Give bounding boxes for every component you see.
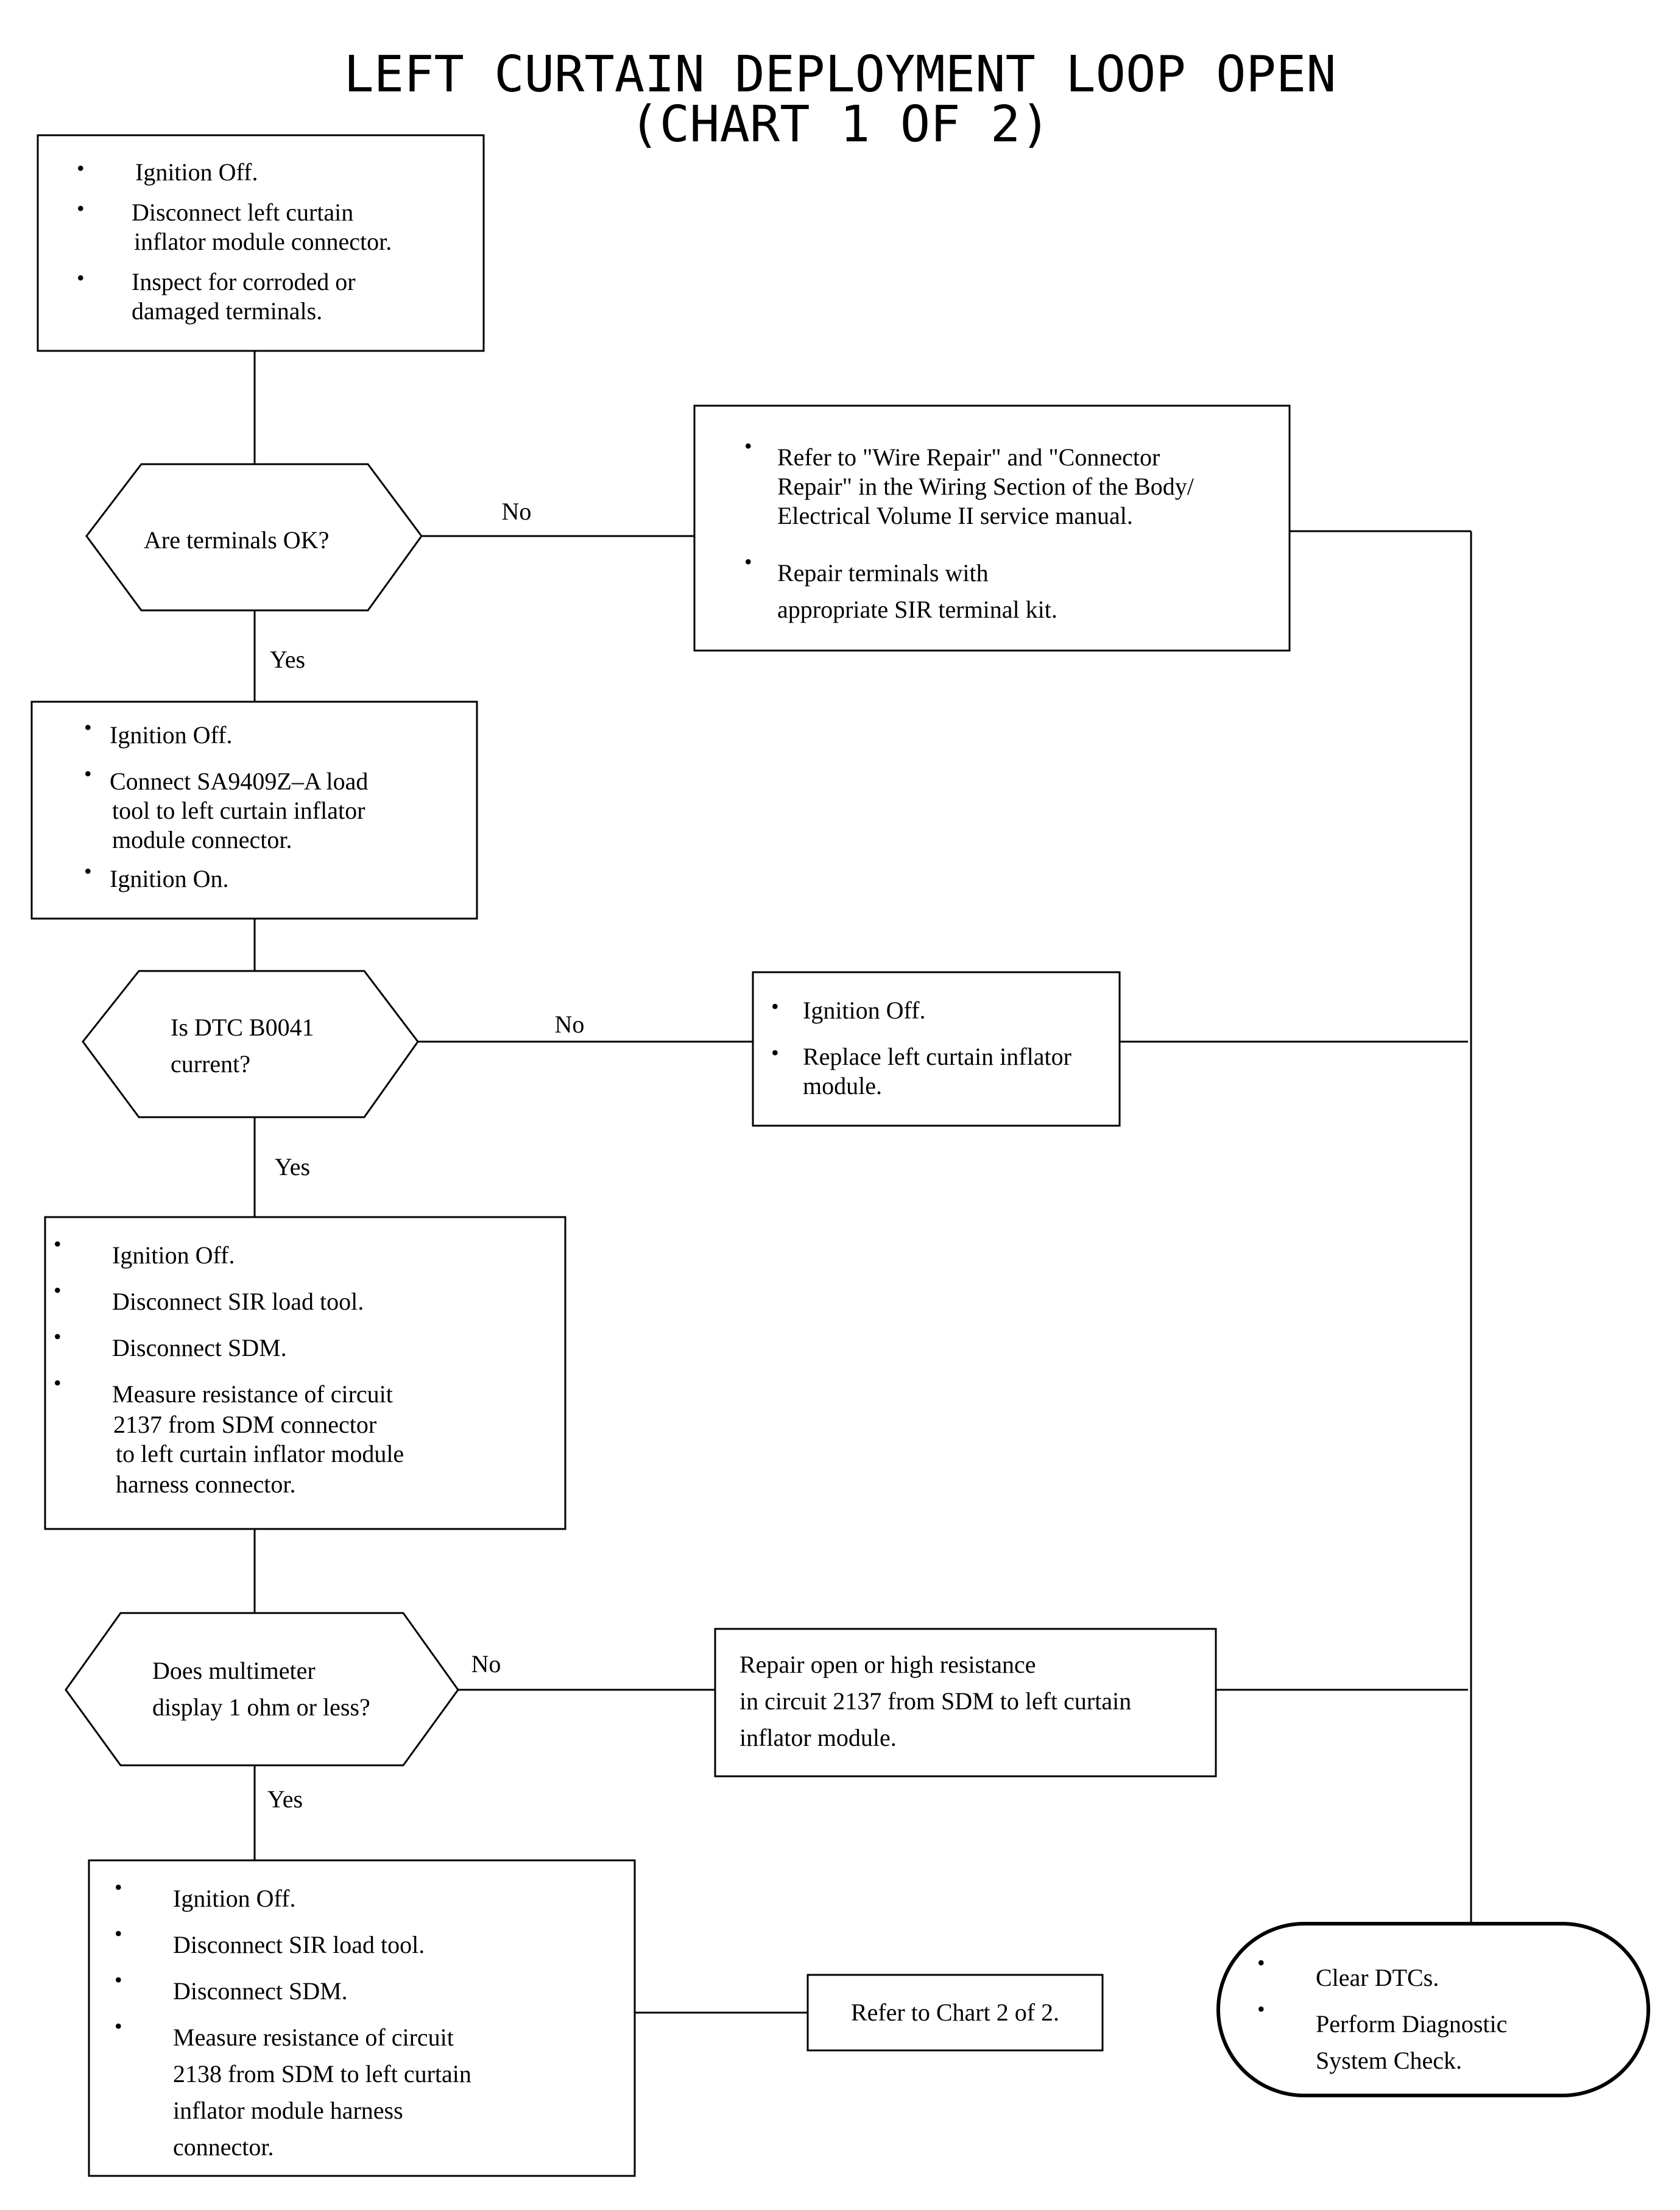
bullet-dot: •: [84, 761, 92, 786]
repair-1-line: Refer to "Wire Repair" and "Connector: [777, 443, 1160, 471]
bullet-dot: •: [771, 1040, 779, 1065]
final-line: Clear DTCs.: [1316, 1964, 1439, 1991]
chart-subtitle: (CHART 1 OF 2): [629, 96, 1050, 154]
bullet-dot: •: [84, 715, 92, 740]
repair-2-line: module.: [803, 1072, 882, 1100]
step-3-line: 2137 from SDM connector: [113, 1411, 376, 1438]
decision-3: Does multimeter display 1 ohm or less?: [65, 1612, 459, 1767]
step-4-line: connector.: [173, 2133, 274, 2161]
bullet-dot: •: [115, 1968, 122, 1992]
bullet-dot: •: [115, 1875, 122, 1899]
bullet-dot: •: [115, 1921, 122, 1946]
no-label-2: No: [555, 1011, 585, 1038]
repair-2-line: Replace left curtain inflator: [803, 1043, 1071, 1070]
step-4-line: Ignition Off.: [173, 1885, 295, 1912]
decision-3-text: display 1 ohm or less?: [152, 1693, 370, 1721]
step-4-line: Disconnect SIR load tool.: [173, 1931, 425, 1958]
step-3-line: to left curtain inflator module: [116, 1440, 404, 1467]
no-label-1: No: [502, 498, 532, 525]
repair-1-box: • Refer to "Wire Repair" and "Connector …: [693, 404, 1291, 652]
repair-1-line: Electrical Volume II service manual.: [777, 502, 1133, 529]
refer-box: Refer to Chart 2 of 2.: [806, 1974, 1104, 2052]
decision-3-text: Does multimeter: [152, 1657, 316, 1684]
decision-1: Are terminals OK?: [85, 463, 423, 612]
step-2-line: Ignition On.: [110, 865, 229, 892]
repair-3-line: in circuit 2137 from SDM to left curtain: [739, 1687, 1131, 1715]
step-4-box: • Ignition Off. • Disconnect SIR load to…: [88, 1859, 636, 2177]
decision-2: Is DTC B0041 current?: [82, 970, 419, 1118]
no-label-3: No: [471, 1650, 501, 1678]
bullet-dot: •: [54, 1232, 62, 1256]
step-1-line: Ignition Off.: [135, 158, 258, 186]
decision-2-text: current?: [171, 1050, 250, 1078]
step-3-line: Ignition Off.: [112, 1241, 235, 1269]
step-3-line: Disconnect SDM.: [112, 1334, 287, 1361]
step-3-line: Disconnect SIR load tool.: [112, 1288, 364, 1315]
decision-2-text: Is DTC B0041: [171, 1014, 314, 1041]
bullet-dot: •: [54, 1324, 62, 1349]
step-1-line: inflator module connector.: [134, 228, 392, 255]
bullet-dot: •: [84, 859, 92, 883]
repair-1-line: appropriate SIR terminal kit.: [777, 596, 1057, 623]
step-1-line: damaged terminals.: [132, 297, 322, 325]
bullet-dot: •: [77, 196, 85, 221]
final-line: Perform Diagnostic: [1316, 2010, 1507, 2038]
chart-title: LEFT CURTAIN DEPLOYMENT LOOP OPEN: [344, 46, 1336, 104]
bullet-dot: •: [744, 549, 752, 574]
step-2-line: Connect SA9409Z–A load: [110, 768, 368, 795]
repair-2-box: • Ignition Off. • Replace left curtain i…: [752, 971, 1121, 1127]
final-terminator: • Clear DTCs. • Perform Diagnostic Syste…: [1216, 1922, 1650, 2097]
step-2-line: tool to left curtain inflator: [112, 797, 365, 824]
step-1-line: Inspect for corroded or: [132, 268, 356, 295]
step-1-line: Disconnect left curtain: [132, 199, 353, 226]
bullet-dot: •: [1257, 1997, 1265, 2021]
repair-1-line: Repair terminals with: [777, 559, 989, 587]
connector-lines: [253, 351, 1472, 2014]
step-3-box: • Ignition Off. • Disconnect SIR load to…: [44, 1216, 566, 1530]
bullet-dot: •: [744, 434, 752, 458]
repair-3-box: Repair open or high resistance in circui…: [714, 1628, 1217, 1778]
bullet-dot: •: [54, 1278, 62, 1302]
bullet-dot: •: [54, 1371, 62, 1395]
bullet-dot: •: [115, 2014, 122, 2038]
repair-1-line: Repair" in the Wiring Section of the Bod…: [777, 473, 1195, 500]
step-2-line: module connector.: [112, 826, 292, 853]
step-4-line: inflator module harness: [173, 2097, 403, 2124]
step-3-line: harness connector.: [116, 1470, 295, 1498]
repair-2-line: Ignition Off.: [803, 997, 925, 1024]
yes-label-2: Yes: [275, 1153, 310, 1181]
step-2-box: • Ignition Off. • Connect SA9409Z–A load…: [30, 701, 478, 920]
bullet-dot: •: [77, 266, 85, 290]
step-3-line: Measure resistance of circuit: [112, 1380, 393, 1408]
yes-label-3: Yes: [267, 1785, 303, 1813]
step-2-line: Ignition Off.: [110, 721, 232, 749]
step-4-line: 2138 from SDM to left curtain: [173, 2060, 471, 2088]
repair-3-line: inflator module.: [739, 1724, 897, 1751]
decision-1-text: Are terminals OK?: [144, 526, 329, 554]
step-1-box: • Ignition Off. • Disconnect left curtai…: [37, 134, 485, 352]
step-4-line: Disconnect SDM.: [173, 1977, 348, 2005]
refer-text: Refer to Chart 2 of 2.: [851, 1999, 1059, 2026]
final-line: System Check.: [1316, 2047, 1462, 2074]
step-4-line: Measure resistance of circuit: [173, 2024, 454, 2051]
bullet-dot: •: [1257, 1951, 1265, 1975]
repair-3-line: Repair open or high resistance: [739, 1651, 1036, 1678]
yes-label-1: Yes: [270, 646, 305, 673]
bullet-dot: •: [77, 156, 85, 180]
bullet-dot: •: [771, 994, 779, 1019]
